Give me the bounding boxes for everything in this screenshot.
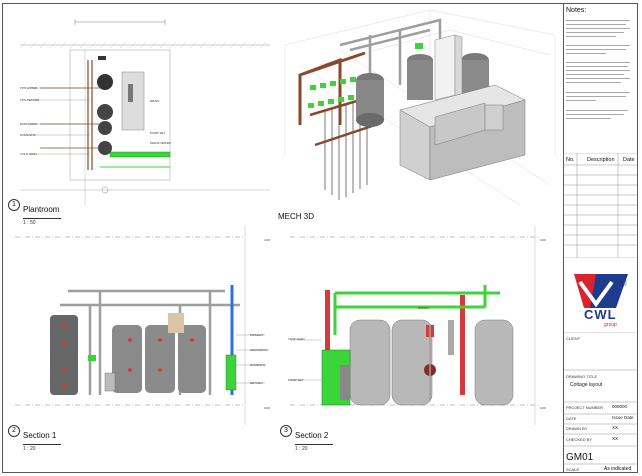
view-number: 3	[280, 425, 292, 437]
view-name: Section 2	[295, 431, 329, 440]
plan-label: TPS WATER	[20, 86, 38, 90]
cwl-logo	[574, 274, 628, 308]
view-number: 1	[8, 199, 20, 211]
project-number-label: PROJECT NUMBER	[566, 405, 604, 410]
plan-label: MAINS WATER	[150, 141, 171, 145]
view-name: Section 1	[23, 431, 57, 440]
section-2-label: SUPPLY	[418, 306, 430, 310]
section-1-label: SECONDARY	[250, 348, 269, 352]
section-2-label: TANK FEED	[288, 337, 305, 341]
section-2-label: PUMP SET	[288, 378, 304, 382]
project-number: 000000	[612, 404, 628, 409]
plan-label: COLD MAIN	[20, 152, 37, 156]
section-marker: 4.00	[540, 238, 546, 242]
drawn-by: XX	[612, 425, 619, 430]
view-name: MECH 3D	[278, 212, 315, 221]
logo-text: CWL	[584, 307, 617, 322]
section-2-title: 3 Section 2 1 : 20	[280, 425, 333, 452]
client-label: CLIENT	[566, 336, 581, 341]
issue-date: Issue Date	[612, 415, 634, 420]
section-1-label: PRIMARY	[250, 333, 264, 337]
notes-title: Notes:	[566, 7, 587, 14]
checked-by: XX	[612, 436, 619, 441]
view-scale: 1 : 20	[23, 444, 61, 452]
view-scale: 1 : 20	[295, 444, 333, 452]
title-block	[563, 3, 638, 473]
plan-label: DRAIN	[150, 99, 160, 103]
drawn-by-label: DRAWN BY	[566, 426, 588, 431]
scale-label: SCALE	[566, 467, 580, 472]
mech-3d-view[interactable]	[280, 5, 560, 220]
rev-col-date: Date	[623, 157, 635, 163]
level-marker: 0.00	[264, 406, 270, 410]
section-1-label: RETURN	[250, 381, 263, 385]
checked-by-label: CHECKED BY	[566, 437, 593, 442]
sheet-number: GM01	[566, 452, 594, 463]
scale-value: As indicated	[604, 466, 632, 472]
plantroom-view[interactable]	[0, 0, 290, 220]
plan-label: DOMESTIC	[20, 133, 36, 137]
section-2-view[interactable]	[280, 225, 560, 425]
section-1-title: 2 Section 1 1 : 20	[8, 425, 61, 452]
plantroom-title: 1 Plantroom 1 : 50	[8, 199, 61, 226]
plan-label: TPS RETURN	[20, 98, 40, 102]
revision-table	[563, 153, 638, 258]
drawing-title: Cottage layout	[570, 382, 603, 388]
section-1-view[interactable]	[0, 225, 285, 425]
plan-label: EXPANSION	[20, 122, 38, 126]
level-marker: 0.00	[540, 406, 546, 410]
date-label: DATE	[566, 416, 577, 421]
rev-col-description: Description	[587, 157, 615, 163]
logo-subtext: group	[604, 322, 617, 328]
view-number: 2	[8, 425, 20, 437]
view-scale: 1 : 50	[23, 218, 61, 226]
view-name: Plantroom	[23, 205, 60, 214]
rev-col-no: No.	[566, 157, 575, 163]
drawing-title-label: DRAWING TITLE	[566, 374, 598, 379]
mech-3d-title: MECH 3D	[278, 212, 314, 221]
plan-label: PUMP SET	[150, 131, 166, 135]
section-1-label: DOMESTIC	[250, 363, 266, 367]
revision-header: No. Description Date	[563, 156, 638, 166]
section-marker: 4.00	[264, 238, 270, 242]
title-block-grid	[563, 332, 638, 465]
sheet-frame	[2, 3, 638, 473]
